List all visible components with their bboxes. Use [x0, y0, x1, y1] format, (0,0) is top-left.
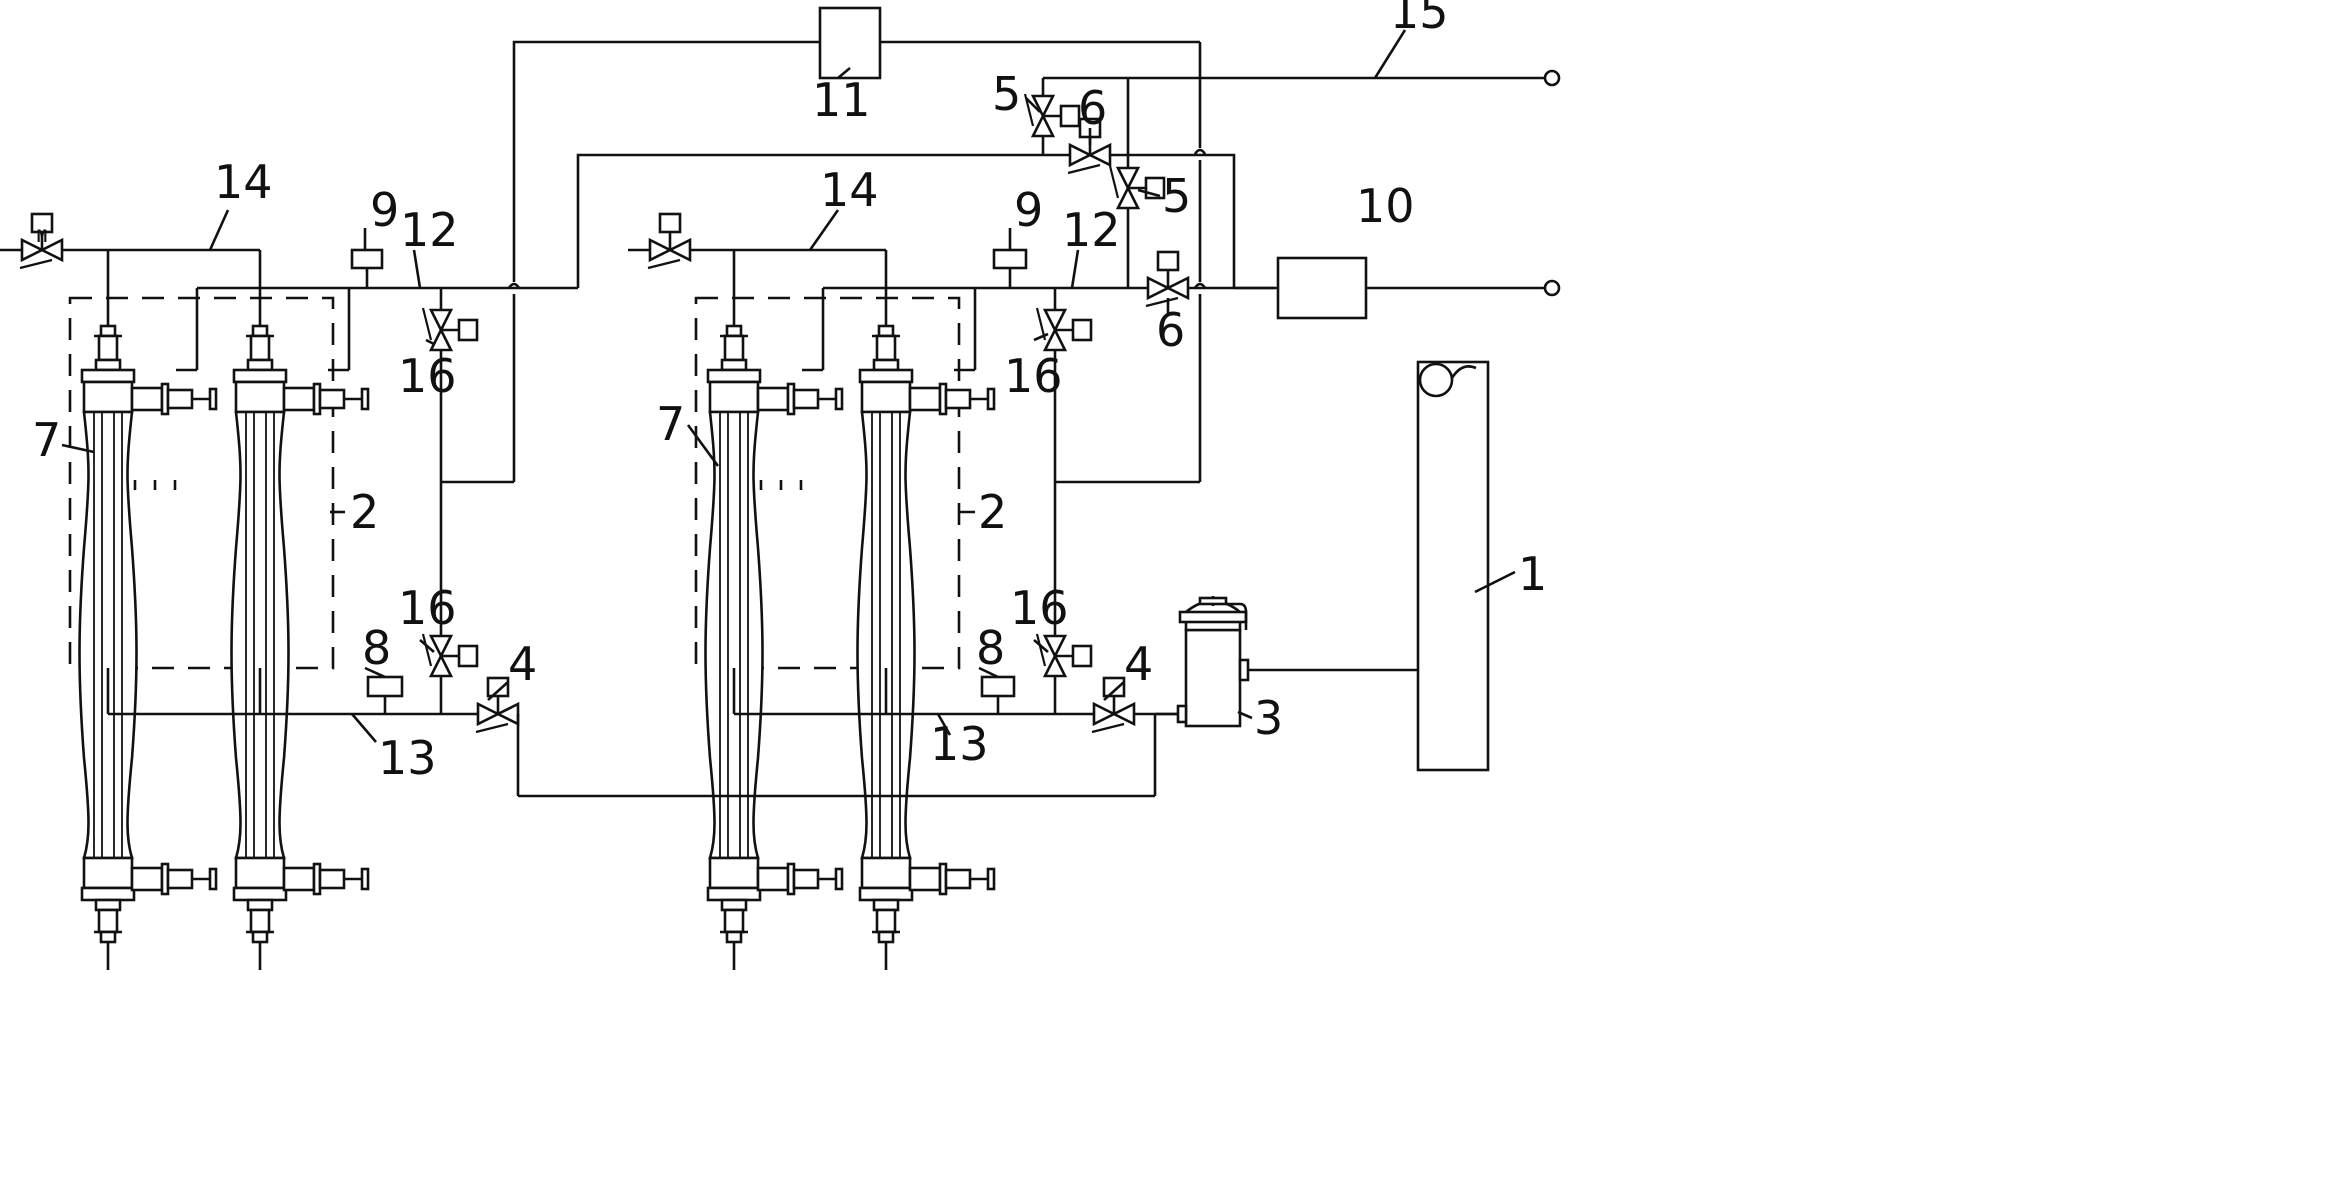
outlet-15-node	[1543, 69, 1561, 87]
right-sensor-9	[992, 248, 1028, 270]
callout-3: 3	[1254, 691, 1283, 745]
callout-1: 1	[1518, 547, 1547, 601]
callout-9-left: 9	[370, 183, 399, 237]
callout-2-left: 2	[350, 485, 379, 539]
callout-14-left: 14	[214, 155, 273, 209]
left-sensor-9	[350, 248, 384, 270]
right-enclosure	[694, 296, 961, 670]
filter-3	[1155, 596, 1418, 728]
callout-13-right: 13	[930, 717, 989, 771]
callout-13-left: 13	[378, 731, 437, 785]
callout-16-right-bottom: 16	[1010, 581, 1069, 635]
right-sensor-8	[980, 675, 1016, 698]
left-sensor-8	[366, 675, 404, 698]
callout-6-right: 6	[1156, 303, 1185, 357]
callout-5-top: 5	[992, 67, 1021, 121]
left-unit: M	[0, 212, 578, 972]
callout-6-top: 6	[1078, 81, 1107, 135]
left-enclosure	[68, 296, 335, 670]
outlet-10-node	[1543, 279, 1561, 297]
callout-16-left-top: 16	[398, 349, 457, 403]
callout-4-left: 4	[508, 637, 537, 691]
callout-9-right: 9	[1014, 183, 1043, 237]
callout-14-right: 14	[820, 163, 879, 217]
callout-12-left: 12	[400, 203, 459, 257]
callout-10: 10	[1356, 179, 1415, 233]
callout-8-left: 8	[362, 621, 391, 675]
callout-16-left-bottom: 16	[398, 581, 457, 635]
callout-12-right: 12	[1062, 203, 1121, 257]
callout-15: 15	[1390, 0, 1449, 39]
right-membrane-module-b	[856, 296, 996, 972]
callout-5-mid: 5	[1162, 169, 1191, 223]
tank-1	[1416, 360, 1490, 772]
component-10-box	[1276, 256, 1368, 320]
leader-lines	[61, 29, 1516, 743]
right-membrane-module-a	[704, 296, 844, 972]
callout-7-left: 7	[32, 413, 61, 467]
callout-11: 11	[812, 73, 871, 127]
motor-label: M	[37, 227, 47, 247]
left-membrane-module-b	[230, 296, 370, 972]
callout-2-right: 2	[978, 485, 1007, 539]
callout-4-right: 4	[1124, 637, 1153, 691]
component-11-box	[818, 6, 882, 80]
callout-16-right-top: 16	[1004, 349, 1063, 403]
callout-8-right: 8	[976, 621, 1005, 675]
right-unit	[628, 212, 1275, 972]
left-membrane-module-a	[78, 296, 218, 972]
callout-7-right: 7	[656, 397, 685, 451]
